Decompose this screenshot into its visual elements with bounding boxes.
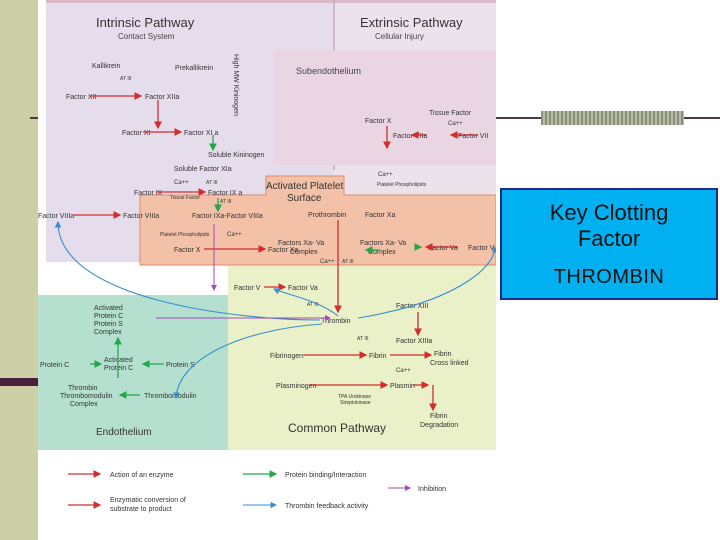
node-thrombin: Thrombin: [321, 318, 351, 325]
ca-label: Ca++: [378, 172, 393, 178]
node-soluble-kininogen: Soluble Kininogen: [208, 152, 265, 159]
node-factor-ix: Factor IX: [134, 190, 163, 197]
node-xa-va-1: Factors Xa- Va: [278, 240, 324, 247]
node-factor-viiia-left: Factor VIIIa: [38, 213, 74, 220]
node-prekallikrein: Prekallikrein: [175, 65, 213, 72]
node-fibrin-crosslinked-1: Fibrin: [434, 351, 452, 358]
node-factor-xi: Factor XI: [122, 130, 150, 137]
node-protein-s: Protein S: [166, 362, 195, 369]
node-factor-vii: Factor VII: [458, 133, 488, 140]
node-factor-va: Factor Va: [288, 285, 318, 292]
node-factor-x-left: Factor X: [174, 247, 201, 254]
endothelium-label: Endothelium: [96, 427, 152, 438]
platelet-title-2: Surface: [287, 193, 322, 204]
node-platelet-phospholipids-2: Platelet Phospholipids: [377, 182, 427, 188]
node-ttc-3: Complex: [70, 401, 98, 408]
node-tpa-2: Streptokinase: [340, 400, 371, 406]
node-plasmin: Plasmin: [390, 383, 415, 390]
node-thrombomodulin: Thrombomodulin: [144, 393, 197, 400]
extrinsic-title: Extrinsic Pathway: [360, 15, 463, 30]
decorative-hatched-bar: [541, 111, 684, 125]
key-factor-title: Key Clotting Factor: [502, 200, 716, 252]
binding-arrows: [90, 135, 380, 399]
node-xa-va-r1: Factors Xa- Va: [360, 240, 406, 247]
inhibition-arrows: [156, 224, 331, 321]
node-factor-xii: Factor XII: [66, 94, 96, 101]
node-kallikrein: Kallikrein: [92, 63, 121, 70]
node-apc-complex-1: Activated: [94, 305, 123, 312]
node-apc-complex-4: Complex: [94, 329, 122, 336]
node-plasminogen: Plasminogen: [276, 383, 317, 390]
left-dark-accent: [0, 378, 38, 386]
node-xa-va-r2: Complex: [368, 249, 396, 256]
node-tpa-1: TPA Urokinase: [338, 394, 371, 400]
node-soluble-xia: Soluble Factor XIa: [174, 166, 232, 173]
node-fibrin-crosslinked-2: Cross linked: [430, 360, 469, 367]
ca-label: Ca++: [448, 121, 463, 127]
node-fibrinogen: Fibrinogen: [270, 353, 303, 360]
feedback-arrows: [54, 220, 499, 400]
legend-enzyme: Action of an enzyme: [110, 472, 174, 479]
node-apc-complex-3: Protein S: [94, 321, 123, 328]
node-prothrombin: Prothrombin: [308, 212, 346, 219]
legend-feedback: Thrombin feedback activity: [285, 503, 369, 510]
node-hmw-kininogen: High MW Kininogen: [232, 54, 239, 116]
common-pathway-label: Common Pathway: [288, 421, 386, 435]
legend-conversion-2: substrate to product: [110, 506, 172, 513]
node-factor-v: Factor V: [234, 285, 261, 292]
node-ttc-1: Thrombin: [68, 385, 98, 392]
platelet-surface-region: [139, 175, 497, 266]
node-fdp-2: Degradation: [420, 422, 458, 429]
at3-label: AT III: [220, 199, 231, 205]
legend-binding: Protein binding/Interaction: [285, 472, 366, 479]
key-factor-value: THROMBIN: [553, 266, 665, 288]
node-tissue-factor-small: Tissue Factor: [170, 195, 200, 201]
intrinsic-title: Intrinsic Pathway: [96, 15, 195, 30]
node-factor-xa-top: Factor Xa: [365, 212, 395, 219]
endothelium-region: [38, 295, 228, 450]
at3-label: AT III: [206, 180, 217, 186]
platelet-title-1: Activated Platelet: [266, 181, 343, 192]
ca-label: Ca++: [396, 368, 411, 374]
node-factor-xiia: Factor XIIa: [145, 94, 179, 101]
ca-label: Ca++: [320, 259, 335, 265]
subendothelium-label: Subendothelium: [296, 66, 361, 76]
node-tissue-factor: Tissue Factor: [429, 110, 472, 117]
node-factor-xiii: Factor XIII: [396, 303, 428, 310]
node-factor-xa-left: Factor Xa: [268, 247, 298, 254]
node-ttc-2: Thrombomodulin: [60, 393, 113, 400]
node-ixa-viiia: Factor IXa-Factor VIIIa: [192, 213, 263, 220]
node-factor-xia: Factor XI a: [184, 130, 218, 137]
ca-label: Ca++: [227, 232, 242, 238]
at3-label: AT III: [357, 336, 368, 342]
legend-conversion-1: Enzymatic conversion of: [110, 497, 186, 504]
key-factor-title-line2: Factor: [577, 226, 641, 251]
at3-label: AT III: [342, 259, 353, 265]
node-xa-va-2: Complex: [290, 249, 318, 256]
extrinsic-subtitle: Cellular Injury: [375, 32, 424, 41]
at3-label: AT III: [120, 76, 131, 82]
node-protein-c: Protein C: [40, 362, 69, 369]
node-factor-x-ext: Factor X: [365, 118, 392, 125]
ca-label: Ca++: [174, 180, 189, 186]
key-factor-box: Key Clotting Factor THROMBIN: [500, 188, 718, 300]
key-factor-title-line1: Key Clotting: [549, 200, 669, 225]
left-olive-strip: [0, 0, 38, 540]
intrinsic-subtitle: Contact System: [118, 32, 175, 41]
coagulation-cascade-diagram: Intrinsic Pathway Contact System Extrins…: [38, 0, 499, 530]
node-platelet-phospholipids: Platelet Phospholipids: [160, 232, 210, 238]
node-factor-xiiia: Factor XIIIa: [396, 338, 432, 345]
node-factor-viiia: Factor VIIIa: [123, 213, 159, 220]
node-factor-viia: Factor VIIa: [393, 133, 427, 140]
node-apc-complex-2: Protein C: [94, 313, 123, 320]
node-factor-ixa: Factor IX a: [208, 190, 242, 197]
node-fibrin: Fibrin: [369, 353, 387, 360]
legend-inhibition: Inhibition: [418, 486, 446, 493]
node-factor-va-right: Factor Va: [428, 245, 458, 252]
node-fdp-1: Fibrin: [430, 413, 448, 420]
cascade-svg: Intrinsic Pathway Contact System Extrins…: [38, 0, 499, 513]
at3-label: AT III: [307, 302, 318, 308]
node-factor-v-right: Factor V: [468, 245, 495, 252]
